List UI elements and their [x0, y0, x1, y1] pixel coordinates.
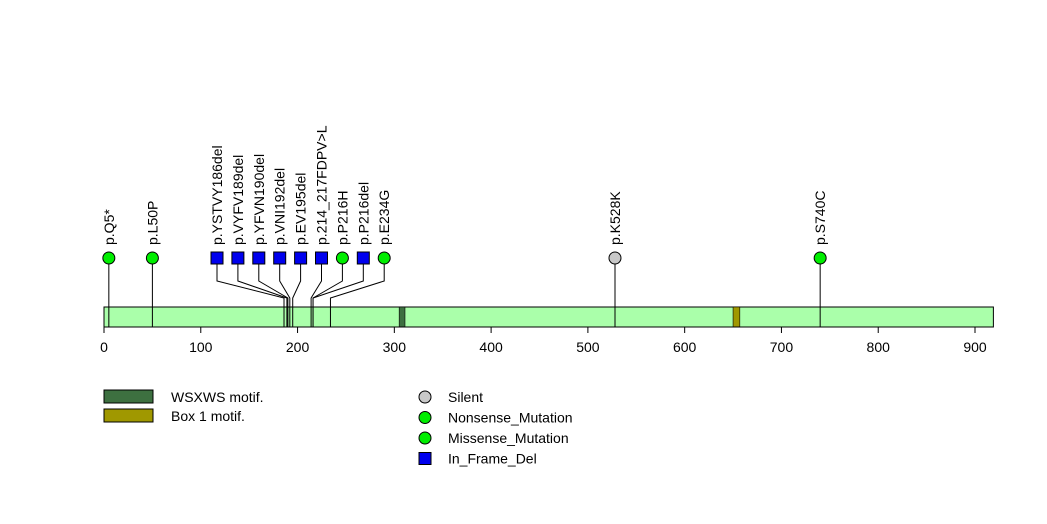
legend-swatch	[103, 389, 154, 404]
x-tick-label: 800	[867, 339, 891, 355]
mutation-stem	[216, 258, 285, 327]
mutation-stem	[329, 258, 385, 327]
mutation-stem	[279, 258, 291, 327]
mutation-label: p.Q5*	[101, 209, 117, 245]
mutation-label: p.P216del	[355, 182, 371, 245]
legend-label: In_Frame_Del	[448, 451, 537, 467]
mutation-marker	[315, 251, 328, 265]
mutation-marker	[356, 251, 370, 265]
domain-box	[732, 306, 741, 328]
x-tick-label: 100	[189, 339, 213, 355]
mutation-label: p.S740C	[812, 191, 828, 245]
legend-marker	[418, 452, 432, 465]
protein-bar	[103, 306, 994, 328]
mutation-stem	[237, 258, 288, 327]
x-tick-label: 500	[576, 339, 600, 355]
legend-label: Box 1 motif.	[171, 408, 245, 424]
mutation-marker	[102, 251, 116, 265]
mutation-marker	[335, 251, 349, 265]
mutation-marker	[273, 251, 287, 265]
mutation-stem	[312, 258, 364, 327]
x-tick-label: 0	[100, 339, 108, 355]
legend-swatch	[103, 408, 154, 423]
mutation-label: p.P216H	[334, 191, 350, 245]
x-tick-label: 900	[963, 339, 987, 355]
mutation-marker	[377, 251, 391, 265]
legend-label: Missense_Mutation	[448, 430, 569, 446]
x-tick-label: 400	[479, 339, 503, 355]
mutation-marker	[210, 251, 224, 265]
x-tick-label: 300	[383, 339, 407, 355]
mutation-marker	[813, 251, 827, 265]
mutation-stem	[310, 258, 322, 327]
legend-marker	[418, 411, 432, 424]
legend-label: Nonsense_Mutation	[448, 410, 573, 426]
x-tick-label: 200	[286, 339, 310, 355]
mutation-marker	[252, 251, 266, 265]
mutation-label: p.K528K	[607, 191, 623, 245]
legend-marker	[418, 431, 432, 445]
mutation-label: p.YFVN190del	[251, 154, 267, 245]
mutation-label: p.214_217FDPV>L	[314, 125, 330, 245]
mutation-label: p.YSTVY186del	[209, 145, 225, 245]
mutation-label: p.VYFV189del	[230, 155, 246, 245]
mutation-label: p.L50P	[144, 201, 160, 245]
legend-marker	[418, 390, 432, 404]
mutation-marker	[145, 251, 159, 265]
x-tick-label: 700	[770, 339, 794, 355]
legend-label: WSXWS motif.	[171, 389, 264, 405]
mutation-marker	[231, 251, 245, 265]
x-tick-label: 600	[673, 339, 697, 355]
mutation-label: p.VNI192del	[272, 168, 288, 245]
domain-wsxws	[398, 306, 406, 328]
mutation-stem	[292, 258, 302, 327]
mutation-marker	[608, 251, 622, 265]
mutation-marker	[294, 251, 308, 265]
mutation-label: p.E234G	[376, 190, 392, 245]
mutation-label: p.EV195del	[293, 173, 309, 245]
mutation-stem	[258, 258, 289, 327]
legend-label: Silent	[448, 389, 483, 405]
